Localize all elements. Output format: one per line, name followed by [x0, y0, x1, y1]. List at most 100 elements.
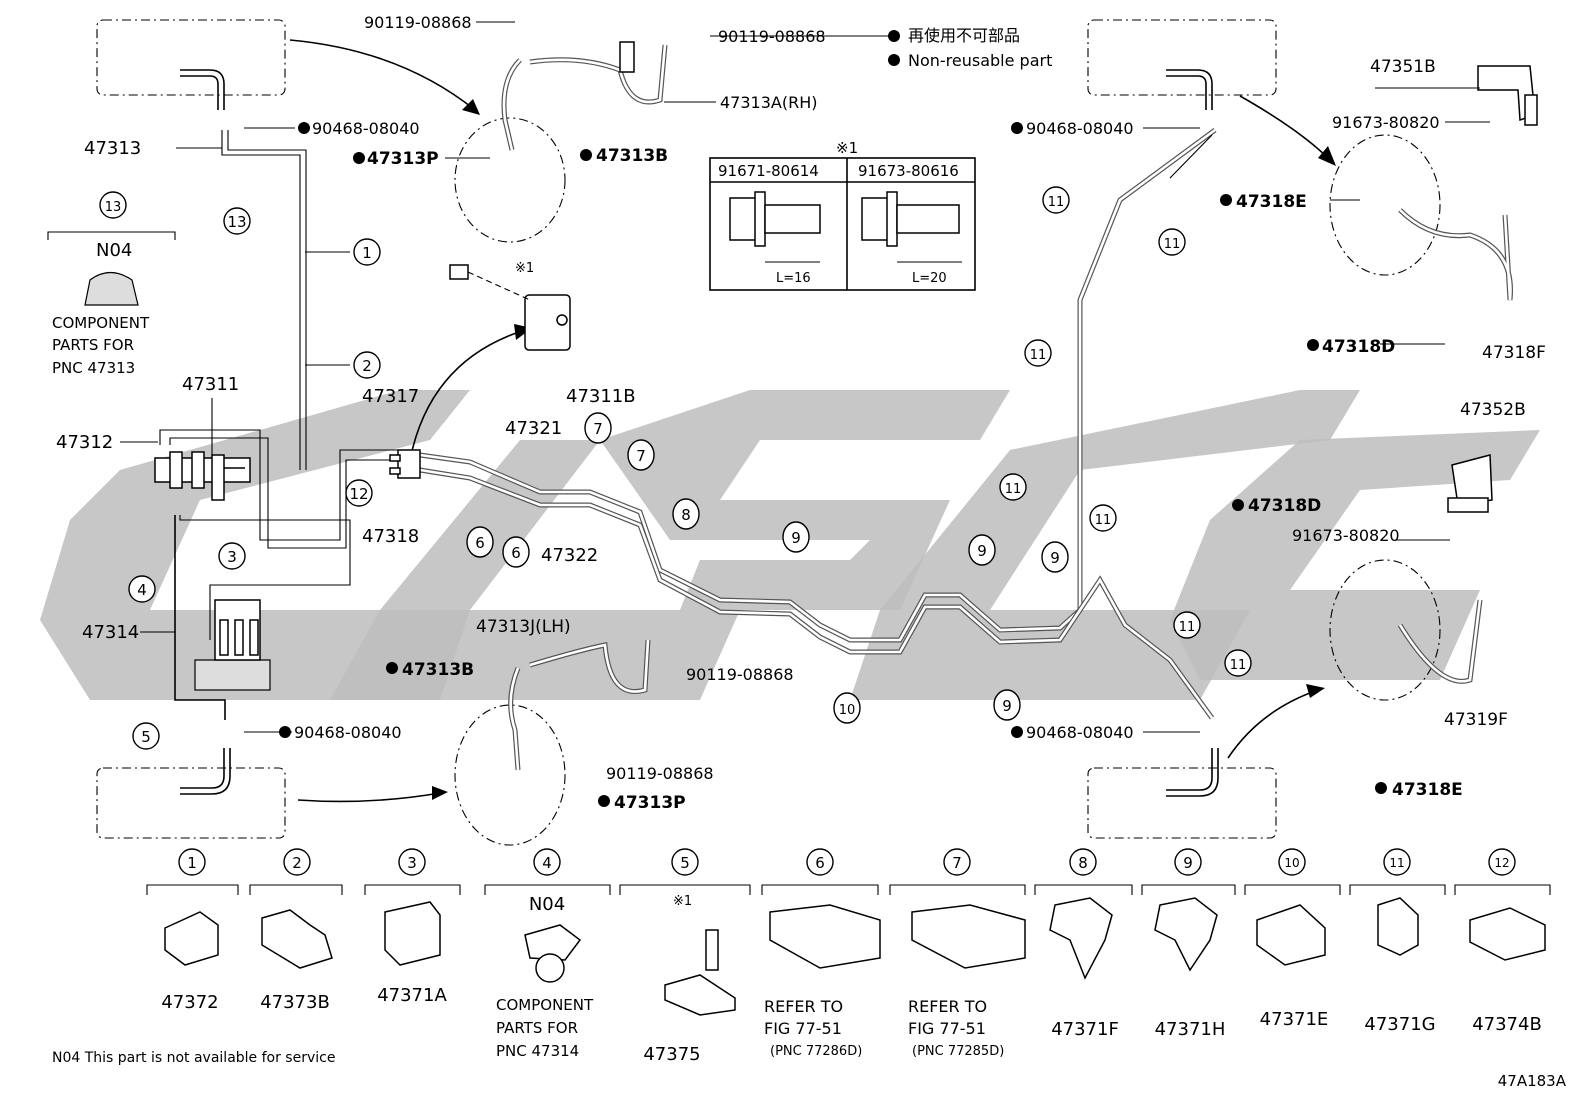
hose-front-rh-2 — [1398, 208, 1513, 301]
label-47351b: 47351B — [1370, 57, 1436, 77]
bottom-callout-11: 11 — [1389, 856, 1404, 870]
callout-1: 1 — [362, 244, 372, 262]
callouts: 13 1 2 12 3 4 5 6 6 7 7 8 9 10 9 9 9 11 … — [99, 186, 1516, 876]
bottom-part-47373b: 47373B — [260, 992, 330, 1013]
component-pnc-47313: PNC 47313 — [52, 359, 135, 377]
label-47313p-top: 47313P — [367, 149, 439, 169]
label-47313p-bottom: 47313P — [614, 793, 686, 813]
label-47322: 47322 — [541, 545, 598, 566]
callout-11g: 11 — [1230, 658, 1247, 673]
callout-11b: 11 — [1164, 237, 1181, 252]
bottom-callout-7: 7 — [952, 854, 962, 872]
bottom-part-7-line1: REFER TO — [908, 997, 987, 1016]
bottom-part-47372: 47372 — [161, 992, 218, 1013]
label-n04-top: N04 — [96, 240, 132, 261]
table-ref-mark: ※1 — [836, 139, 858, 157]
bracket-47351b — [1477, 65, 1538, 126]
callout-11d: 11 — [1005, 482, 1022, 497]
bottom-callout-2: 2 — [292, 854, 302, 872]
callout-11c: 11 — [1030, 348, 1047, 363]
label-47318e-bottom: 47318E — [1392, 780, 1463, 800]
callout-3: 3 — [227, 548, 237, 566]
legend-non-reusable-en: Non-reusable part — [908, 51, 1052, 70]
callout-7a: 7 — [593, 420, 603, 438]
actuator-47314 — [194, 599, 271, 691]
callout-11f: 11 — [1179, 620, 1196, 635]
callout-8: 8 — [681, 506, 691, 524]
leader-lines — [120, 21, 1490, 733]
label-47313b-bottom: 47313B — [402, 660, 474, 680]
callout-9c: 9 — [1050, 549, 1060, 567]
label-90119-08868-lh-bottom: 90119-08868 — [606, 764, 714, 783]
bracket-47352b — [1447, 454, 1493, 513]
bottom-part-47371f: 47371F — [1051, 1019, 1119, 1040]
component-text-2-top: PARTS FOR — [52, 336, 134, 354]
wheel-box-front-left — [96, 19, 286, 110]
bracket-47311b — [449, 264, 571, 351]
callout-11e: 11 — [1095, 513, 1112, 528]
bottom-callout-6: 6 — [815, 854, 825, 872]
bottom-part-6-line3: (PNC 77286D) — [770, 1044, 862, 1059]
hose-front-rh — [501, 41, 668, 151]
callout-5: 5 — [141, 728, 151, 746]
n04-footnote: N04 This part is not available for servi… — [52, 1050, 335, 1066]
non-reusable-dots — [279, 30, 1387, 807]
bottom-part-47371a: 47371A — [377, 985, 447, 1006]
label-ref-mark-bracket: ※1 — [515, 261, 534, 276]
label-47313: 47313 — [84, 138, 141, 159]
wheel-box-rear-left — [96, 748, 286, 839]
label-47311b: 47311B — [566, 386, 636, 407]
callout-13: 13 — [227, 213, 246, 231]
label-47318f: 47318F — [1482, 343, 1546, 363]
label-47321: 47321 — [505, 418, 562, 439]
bottom-part-6-line2: FIG 77-51 — [764, 1019, 842, 1038]
callout-2: 2 — [362, 357, 372, 375]
label-90468-08040-top: 90468-08040 — [312, 119, 420, 138]
wheel-box-front-right — [1087, 19, 1277, 110]
label-47313a-rh: 47313A(RH) — [720, 93, 817, 112]
bottom-callout-12: 12 — [1494, 856, 1509, 870]
label-47352b: 47352B — [1460, 400, 1526, 420]
bottom-part-icons — [84, 271, 1546, 1016]
callout-9b: 9 — [977, 542, 987, 560]
label-47314: 47314 — [82, 622, 139, 643]
bottom-part-n04: N04 — [529, 894, 565, 915]
bottom-callout-8: 8 — [1078, 854, 1088, 872]
table-header-91671: 91671-80614 — [718, 162, 819, 180]
label-47312: 47312 — [56, 432, 113, 453]
callout-7b: 7 — [636, 447, 646, 465]
legend-non-reusable-jp: 再使用不可部品 — [908, 26, 1020, 45]
bottom-ref-mark: ※1 — [673, 894, 692, 909]
label-90119-08868-top-right: 90119-08868 — [718, 27, 826, 46]
bottom-part-7-line3: (PNC 77285D) — [912, 1044, 1004, 1059]
table-header-91673: 91673-80616 — [858, 162, 959, 180]
bottom-part-6-line1: REFER TO — [764, 997, 843, 1016]
callout-10: 10 — [839, 703, 856, 718]
bottom-callout-4: 4 — [542, 854, 552, 872]
label-91673-80820-top: 91673-80820 — [1332, 113, 1440, 132]
detail-circle-rear-lh — [454, 704, 566, 846]
callout-4: 4 — [137, 581, 147, 599]
bottom-part-brackets — [47, 231, 1551, 895]
label-47318e-top: 47318E — [1236, 192, 1307, 212]
bottom-callout-3: 3 — [407, 854, 417, 872]
master-cylinder-47311 — [154, 451, 251, 501]
bottom-part-47371e: 47371E — [1260, 1009, 1329, 1030]
label-90468-08040-right-bottom: 90468-08040 — [1026, 723, 1134, 742]
detail-circle-rear-rh — [1329, 559, 1441, 701]
watermark-logo — [40, 390, 1540, 700]
detail-circle-front-rh — [454, 117, 566, 243]
detail-circle-front-rh-2 — [1329, 134, 1441, 276]
label-47318: 47318 — [362, 526, 419, 547]
bottom-callout-9: 9 — [1183, 854, 1193, 872]
label-90468-08040-right-top: 90468-08040 — [1026, 119, 1134, 138]
callout-11a: 11 — [1048, 195, 1065, 210]
label-47311: 47311 — [182, 374, 239, 395]
table-l16: L=16 — [776, 271, 811, 286]
component-text-2-bottom: PARTS FOR — [496, 1019, 578, 1037]
bottom-callout-1: 1 — [187, 854, 197, 872]
label-47319f: 47319F — [1444, 710, 1508, 730]
callout-12: 12 — [349, 485, 368, 503]
component-text-1-top: COMPONENT — [52, 314, 150, 332]
